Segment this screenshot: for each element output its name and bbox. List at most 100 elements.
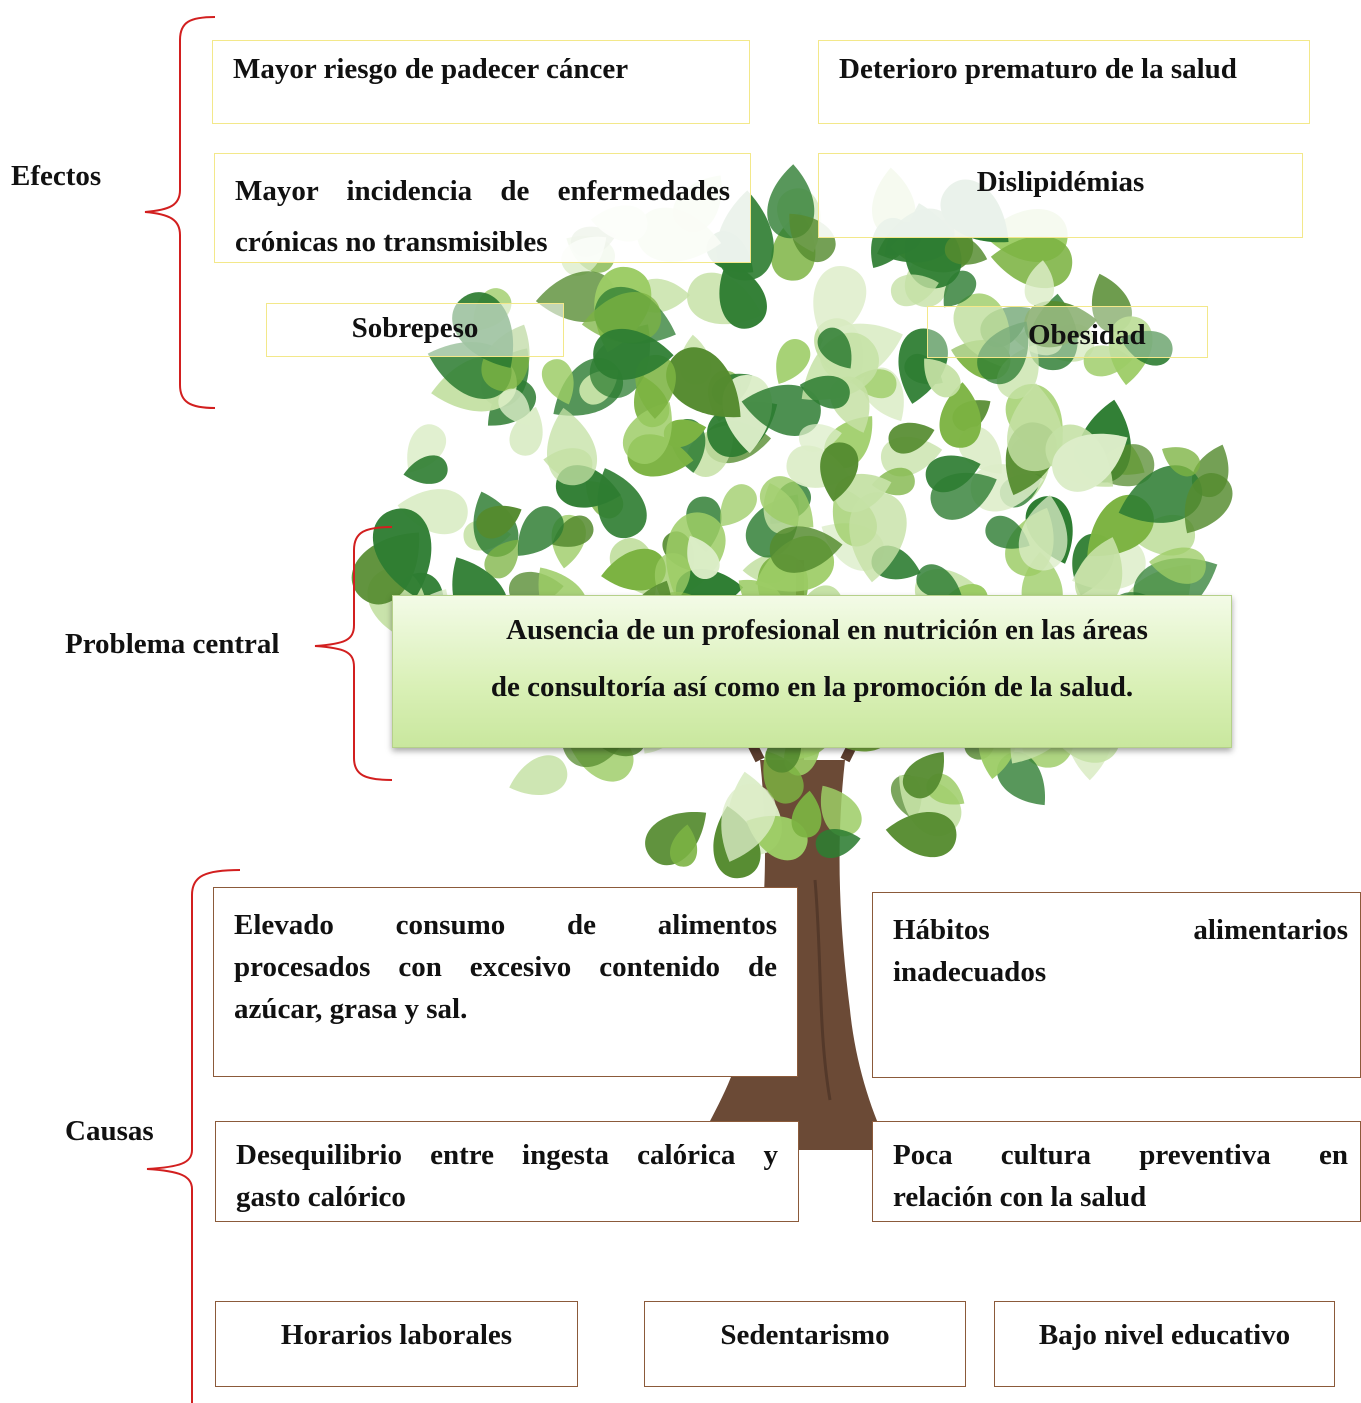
leaf	[821, 785, 862, 837]
leaf	[721, 784, 776, 862]
effect-cancer-text: Mayor riesgo de padecer cáncer	[233, 53, 629, 85]
leaf	[663, 419, 707, 448]
leaf	[541, 359, 574, 405]
leaf	[407, 424, 447, 473]
leaf	[552, 515, 594, 547]
causes-brace	[146, 869, 241, 1403]
leaf	[476, 505, 522, 539]
causes-label: Causas	[65, 1115, 154, 1147]
effect-box-cronicas: Mayor incidencia de enfermedades crónica…	[214, 153, 751, 263]
leaf	[720, 484, 757, 527]
leaf	[776, 339, 811, 384]
leaf	[498, 388, 531, 426]
leaf	[1162, 447, 1200, 477]
leaf	[977, 321, 1029, 385]
leaf	[799, 424, 842, 452]
leaf	[601, 548, 666, 591]
leaf	[888, 422, 935, 454]
cause-habitos-line2: inadecuados	[893, 956, 1047, 988]
leaf	[593, 328, 674, 380]
cause-box-horarios: Horarios laborales	[215, 1301, 578, 1387]
leaf	[509, 755, 568, 796]
cause-box-desequilibrio: Desequilibrio entre ingesta calórica y g…	[215, 1121, 799, 1222]
leaf	[885, 812, 957, 858]
cause-alimentos-line1: Elevado consumo de alimentos	[234, 909, 777, 941]
leaf	[687, 535, 720, 579]
leaf	[769, 526, 843, 573]
effect-obesidad-text: Obesidad	[1028, 319, 1146, 351]
central-brace	[314, 526, 393, 781]
cause-desequilibrio-line2: gasto calórico	[236, 1181, 406, 1213]
leaf	[815, 829, 861, 858]
leaf	[1120, 330, 1173, 366]
leaf	[997, 751, 1045, 806]
cause-alimentos-line2: procesados con excesivo contenido de	[234, 951, 777, 983]
leaf	[670, 824, 698, 867]
leaf	[930, 472, 997, 520]
cause-box-habitos: Hábitos alimentarios inadecuados	[872, 892, 1361, 1078]
leaf	[813, 265, 867, 346]
cause-box-alimentos: Elevado consumo de alimentos procesados …	[213, 887, 798, 1077]
leaf	[1091, 273, 1132, 333]
cause-box-cultura: Poca cultura preventiva en relación con …	[872, 1121, 1361, 1222]
leaf	[547, 407, 597, 486]
central-problem-box: Ausencia de un profesional en nutrición …	[392, 595, 1232, 748]
leaf	[939, 382, 982, 448]
cause-desequilibrio-line1: Desequilibrio entre ingesta calórica y	[236, 1139, 778, 1171]
effect-box-deterioro: Deterioro prematuro de la salud	[818, 40, 1310, 124]
leaf	[849, 492, 907, 583]
leaf	[1024, 260, 1055, 307]
cause-box-educativo: Bajo nivel educativo	[994, 1301, 1335, 1387]
leaf	[791, 790, 822, 838]
leaf	[719, 260, 767, 329]
leaf	[1149, 547, 1206, 584]
cause-sedentarismo-text: Sedentarismo	[720, 1319, 890, 1351]
effect-cronicas-line1: Mayor incidencia de enfermedades	[235, 175, 730, 207]
leaf	[985, 515, 1030, 549]
effect-sobrepeso-text: Sobrepeso	[351, 312, 479, 344]
leaf	[484, 539, 519, 579]
effect-box-cancer: Mayor riesgo de padecer cáncer	[212, 40, 750, 124]
leaf	[1018, 494, 1068, 571]
leaf	[902, 751, 944, 799]
leaf	[581, 292, 662, 343]
leaf	[890, 274, 939, 307]
cause-alimentos-line3: azúcar, grasa y sal.	[234, 993, 468, 1025]
leaf	[924, 358, 961, 398]
leaf	[1024, 301, 1097, 348]
leaf	[1184, 472, 1233, 534]
effect-box-sobrepeso: Sobrepeso	[266, 303, 564, 357]
effect-box-dislipidemias: Dislipidémias	[818, 153, 1303, 238]
leaf	[760, 476, 814, 528]
leaf	[990, 236, 1073, 289]
leaf	[518, 506, 564, 556]
leaf	[509, 406, 543, 456]
effects-brace	[144, 16, 216, 409]
central-problem-label: Problema central	[65, 628, 280, 660]
leaf	[817, 327, 852, 369]
leaf	[666, 347, 741, 418]
cause-cultura-line1: Poca cultura preventiva en	[893, 1139, 1348, 1171]
leaf	[1075, 537, 1123, 607]
effect-dislipidemias-text: Dislipidémias	[976, 166, 1145, 198]
leaf	[799, 375, 850, 409]
leaf	[372, 508, 432, 598]
leaf	[944, 235, 988, 265]
leaf	[916, 564, 962, 599]
central-problem-line1: Ausencia de un profesional en nutrición …	[506, 614, 1148, 646]
cause-habitos-line1: Hábitos alimentarios	[893, 914, 1348, 946]
effects-label: Efectos	[11, 160, 102, 192]
leaf	[741, 384, 821, 436]
leaf	[403, 455, 448, 484]
leaf	[1052, 433, 1128, 492]
cause-box-sedentarismo: Sedentarismo	[644, 1301, 966, 1387]
leaf	[1118, 465, 1203, 523]
leaf	[820, 442, 859, 502]
effect-box-obesidad: Obesidad	[927, 306, 1208, 358]
leaf	[623, 402, 672, 464]
effect-cronicas-line2: crónicas no transmisibles	[235, 226, 548, 258]
cause-cultura-line2: relación con la salud	[893, 1181, 1147, 1213]
central-problem-line2: de consultoría así como en la promoción …	[490, 671, 1134, 703]
cause-educativo-text: Bajo nivel educativo	[1038, 1319, 1291, 1351]
